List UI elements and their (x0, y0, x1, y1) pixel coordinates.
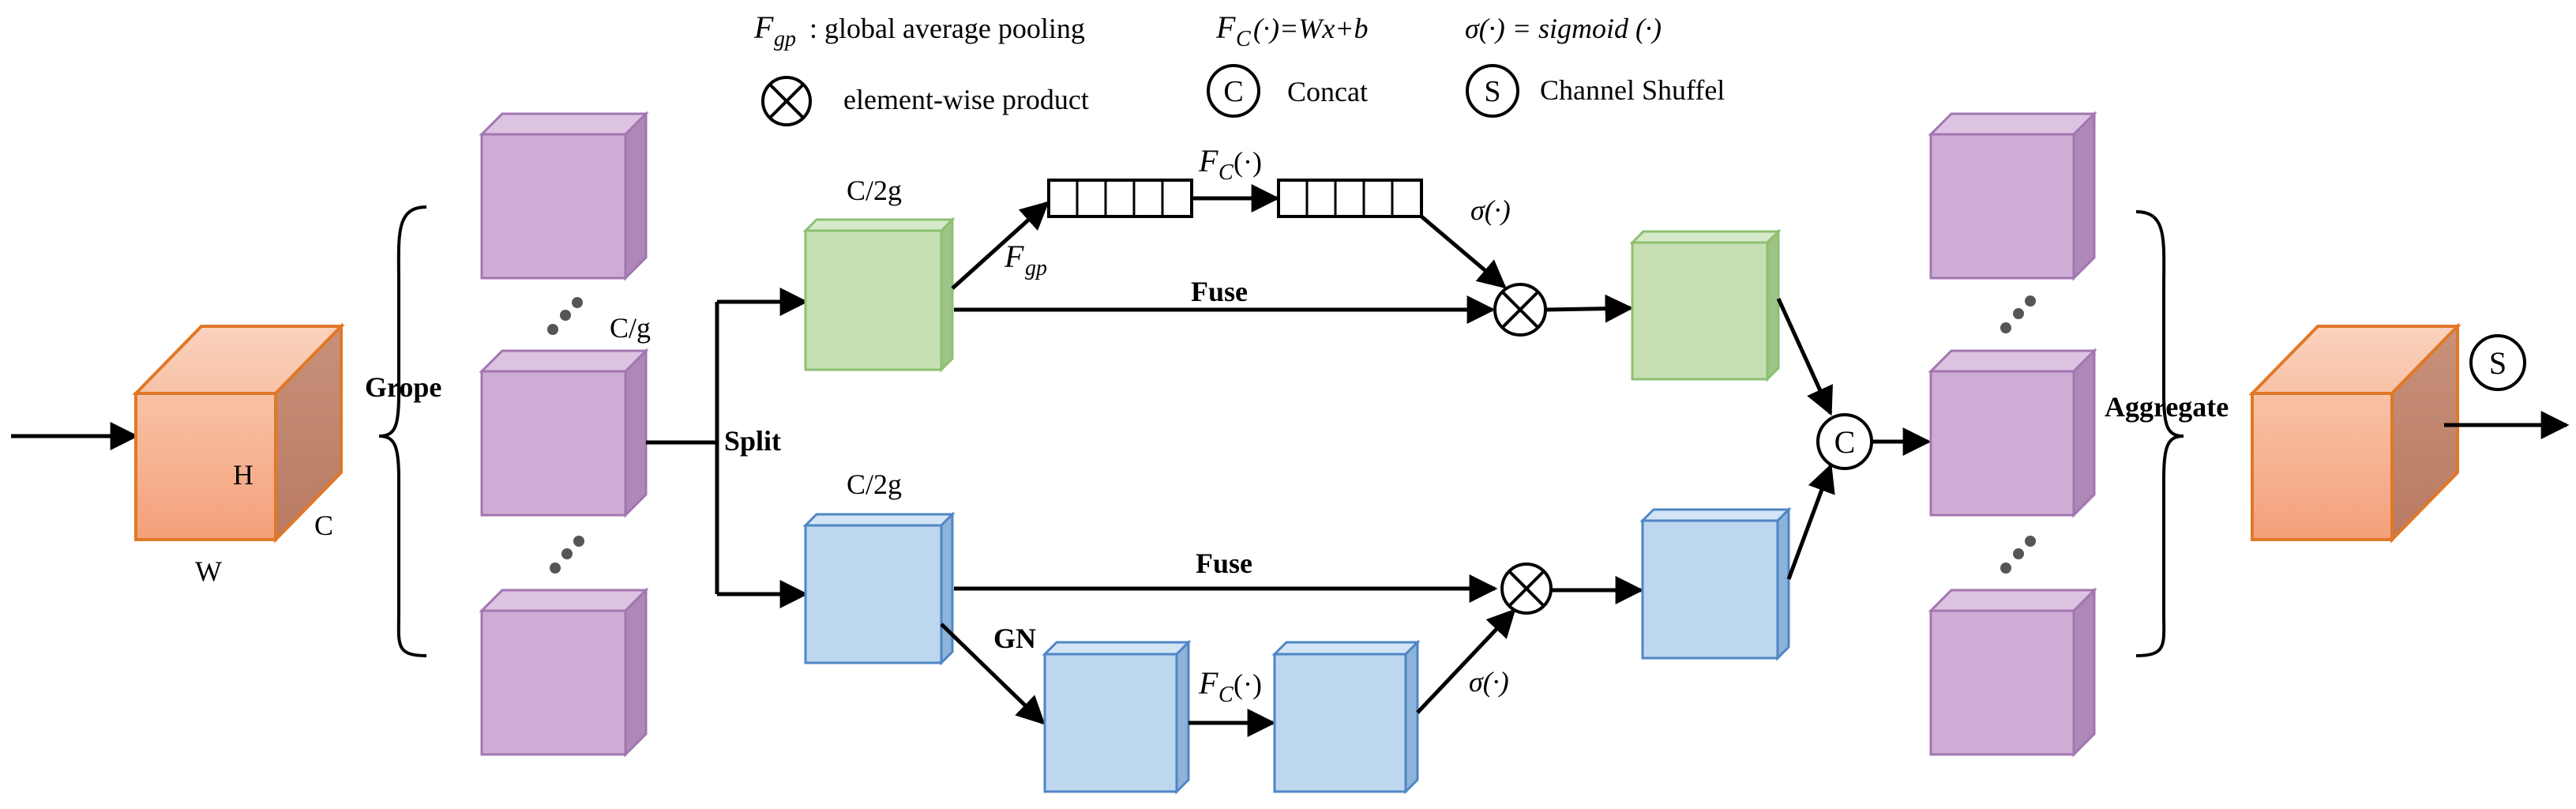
svg-text:C: C (1834, 424, 1856, 460)
svg-text:S: S (2489, 345, 2507, 381)
aggregate-label: Aggregate (2105, 391, 2229, 423)
gn-cube (1042, 639, 1192, 795)
sigma-top-label: σ(·) (1470, 194, 1511, 226)
concat-node: C (1816, 413, 1873, 470)
legend-concat-desc: Concat (1287, 76, 1368, 107)
channel-shuffle-node: S (2469, 334, 2526, 391)
aggregate-cube-1 (1928, 111, 2097, 281)
channel-attention-cube (802, 216, 956, 373)
spatial-attention-cube (802, 511, 956, 666)
bottom-output-cube (1639, 506, 1792, 661)
channel-shuffle-icon: S (1466, 64, 1519, 118)
fc-top-rest: (·) (1234, 146, 1262, 178)
grope-label: Grope (365, 371, 441, 403)
gap-arrow-F: F (1004, 239, 1024, 274)
top-output-cube (1629, 228, 1782, 382)
legend-fgp-desc: : global average pooling (809, 13, 1085, 44)
output-feature-cube (2248, 322, 2461, 544)
group-cube-2 (479, 348, 649, 518)
gap-arrow-sub: gp (1025, 256, 1047, 280)
fc-top-sub: C (1219, 160, 1234, 185)
legend-fc-desc: (·)=Wx+b (1253, 13, 1369, 44)
legend: F gp : global average pooling F C (·)=Wx… (753, 9, 1725, 126)
input-width-label: W (195, 555, 222, 587)
fc-bottom-sub: C (1219, 683, 1234, 707)
legend-fc-symbol: F (1215, 9, 1236, 45)
gap-arrow (951, 201, 1050, 290)
concat-arrow-top (1776, 297, 1833, 416)
fc-bottom-F: F (1198, 665, 1219, 701)
element-wise-product-icon (761, 76, 812, 126)
legend-sigma-desc: σ(·) = sigmoid (·) (1465, 13, 1662, 44)
bottom-branch-channel-label: C/2g (847, 468, 902, 500)
fc-cube (1271, 639, 1421, 795)
sigma-bottom-label: σ(·) (1469, 666, 1509, 698)
sigma-top-arrow (1420, 215, 1507, 289)
legend-shuffle-desc: Channel Shuffel (1540, 74, 1725, 106)
ellipsis-dots-top (547, 297, 583, 335)
fuse-top-label: Fuse (1191, 276, 1248, 307)
svg-text:S: S (1484, 75, 1500, 108)
aggregate-cube-2 (1928, 348, 2097, 518)
group-cube-1 (479, 111, 649, 281)
legend-product-desc: element-wise product (843, 84, 1089, 115)
legend-fgp-symbol: F (753, 9, 774, 45)
fc-top-F: F (1198, 143, 1219, 179)
fc-bottom-rest: (·) (1234, 668, 1262, 700)
sigma-bottom-arrow (1416, 608, 1516, 714)
legend-fc-sub: C (1236, 27, 1251, 51)
concat-icon: C (1207, 64, 1260, 118)
aggregate-brace (2135, 210, 2184, 657)
product-node-top (1493, 283, 1547, 337)
top-output-arrow (1545, 294, 1634, 323)
legend-fgp-sub: gp (774, 27, 796, 51)
input-channel-label: C (314, 510, 333, 541)
fuse-bottom-label: Fuse (1196, 547, 1252, 579)
ellipsis-dots-bottom (550, 536, 584, 574)
split-label: Split (724, 425, 781, 457)
svg-text:C: C (1223, 75, 1243, 108)
input-height-label: H (233, 459, 253, 491)
input-feature-cube (132, 322, 345, 544)
gn-label: GN (993, 623, 1036, 654)
group-cube-3 (479, 587, 649, 758)
group-channel-label: C/g (610, 312, 651, 344)
pooled-vector-1 (1047, 179, 1193, 218)
grope-brace (378, 205, 427, 657)
pooled-vector-2 (1277, 179, 1423, 218)
ellipsis-dots-right-top (2000, 295, 2036, 333)
ellipsis-dots-right-bottom (2000, 536, 2036, 574)
aggregate-cube-3 (1928, 587, 2097, 758)
gn-arrow (940, 623, 1046, 725)
product-node-bottom (1500, 563, 1553, 615)
concat-arrow-bottom (1786, 463, 1835, 580)
top-branch-channel-label: C/2g (847, 175, 902, 206)
